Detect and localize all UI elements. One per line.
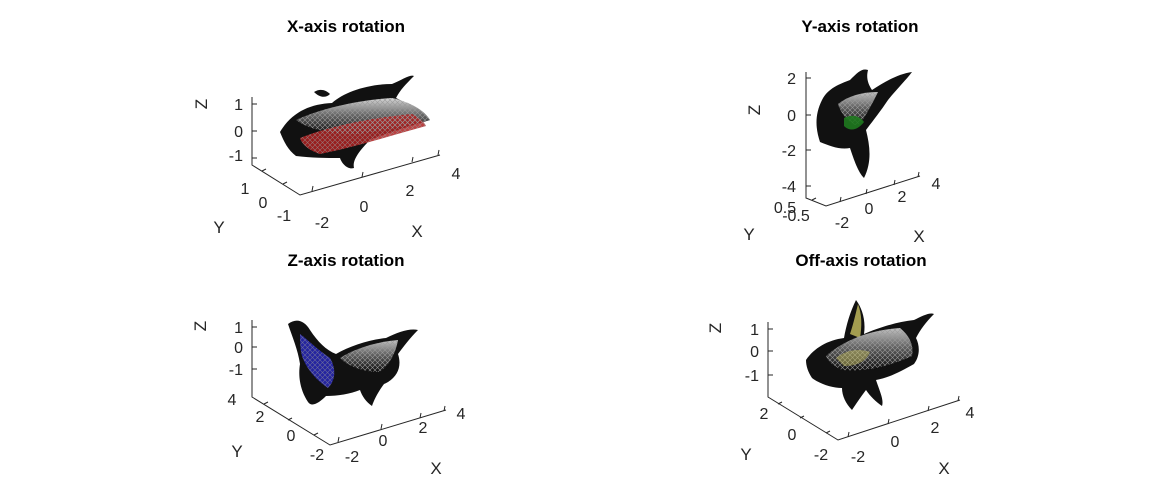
dragon-mesh: [280, 75, 430, 169]
y-tick: 1: [241, 181, 250, 198]
x-axis: X -2 0 2 4: [835, 176, 941, 246]
x-axis-label: X: [913, 227, 924, 246]
z-tick: 2: [787, 71, 796, 88]
x-tick: 2: [406, 183, 415, 200]
y-axis: Y 2 0 -2: [740, 406, 828, 464]
z-tick: 1: [750, 322, 759, 339]
y-tick: 4: [228, 392, 237, 409]
panel-z-rotation: Z-axis rotation Z 1 0 -1 Y 4 2 0 -2 X: [191, 251, 466, 478]
y-tick: 0: [287, 428, 296, 445]
z-axis-label: Z: [192, 99, 211, 109]
panel-off-axis-rotation: Off-axis rotation Z 1 0 -1 Y 2 0 -2 X -: [706, 251, 975, 478]
axes-box: [767, 322, 961, 441]
y-tick: -0.5: [782, 208, 810, 225]
z-tick: 0: [787, 108, 796, 125]
z-tick: 0: [234, 124, 243, 141]
x-tick: -2: [345, 449, 359, 466]
z-axis: Z 1 0 -1: [192, 97, 243, 165]
x-tick: 0: [379, 433, 388, 450]
z-tick: 1: [234, 97, 243, 114]
x-tick: 4: [932, 176, 941, 193]
z-axis: Z 2 0 -2 -4: [745, 71, 796, 196]
y-tick: -2: [814, 447, 828, 464]
x-axis-label: X: [411, 222, 422, 241]
x-tick: 2: [931, 420, 940, 437]
z-tick: -4: [782, 179, 796, 196]
y-tick: 0.5: [774, 200, 796, 217]
x-axis: X -2 0 2 4: [315, 166, 461, 241]
y-axis: Y 0.5 -0.5: [743, 200, 810, 244]
panel-title: Off-axis rotation: [795, 251, 926, 270]
x-tick: -2: [851, 449, 865, 466]
y-tick: 2: [256, 409, 265, 426]
y-axis-label: Y: [213, 218, 224, 237]
z-axis: Z 1 0 -1: [706, 322, 759, 385]
y-axis-label: Y: [743, 225, 754, 244]
z-tick: 1: [234, 320, 243, 337]
x-tick: 2: [419, 420, 428, 437]
x-axis-label: X: [938, 459, 949, 478]
axes-box: [251, 320, 447, 446]
panel-y-rotation: Y-axis rotation Z 2 0 -2 -4 Y 0.5 -0.5 X…: [743, 17, 940, 246]
y-tick: -1: [277, 208, 291, 225]
panel-x-rotation: X-axis rotation Z 1 0 -1 Y 1 0 -1 X: [192, 17, 461, 241]
y-axis: Y 4 2 0 -2: [228, 392, 325, 464]
y-tick: 0: [788, 427, 797, 444]
y-axis-label: Y: [740, 445, 751, 464]
z-tick: -1: [229, 362, 243, 379]
z-axis-label: Z: [745, 105, 764, 115]
y-tick: -2: [310, 447, 324, 464]
x-tick: 4: [452, 166, 461, 183]
panel-title: Y-axis rotation: [801, 17, 918, 36]
x-tick: 4: [966, 405, 975, 422]
z-tick: -1: [745, 368, 759, 385]
panel-title: Z-axis rotation: [287, 251, 404, 270]
x-tick: 2: [898, 189, 907, 206]
x-tick: 0: [360, 199, 369, 216]
x-tick: -2: [315, 215, 329, 232]
y-tick: 0: [259, 195, 268, 212]
y-axis-label: Y: [231, 442, 242, 461]
z-axis-label: Z: [191, 321, 210, 331]
x-axis: X -2 0 2 4: [345, 406, 466, 478]
x-tick: -2: [835, 215, 849, 232]
z-axis: Z 1 0 -1: [191, 320, 243, 379]
z-tick: 0: [750, 344, 759, 361]
z-tick: -1: [229, 148, 243, 165]
x-tick: 4: [457, 406, 466, 423]
z-tick: 0: [234, 340, 243, 357]
y-axis: Y 1 0 -1: [213, 181, 291, 237]
z-tick: -2: [782, 143, 796, 160]
dragon-mesh: [816, 69, 912, 178]
x-tick: 0: [865, 201, 874, 218]
axes-box: [805, 72, 921, 207]
dragon-mesh: [288, 320, 418, 406]
panel-title: X-axis rotation: [287, 17, 405, 36]
z-axis-label: Z: [706, 323, 725, 333]
x-axis-label: X: [430, 459, 441, 478]
x-tick: 0: [891, 434, 900, 451]
dragon-mesh: [806, 300, 934, 410]
x-axis: X -2 0 2 4: [851, 405, 975, 478]
axes-box: [251, 97, 441, 196]
y-tick: 2: [760, 406, 769, 423]
